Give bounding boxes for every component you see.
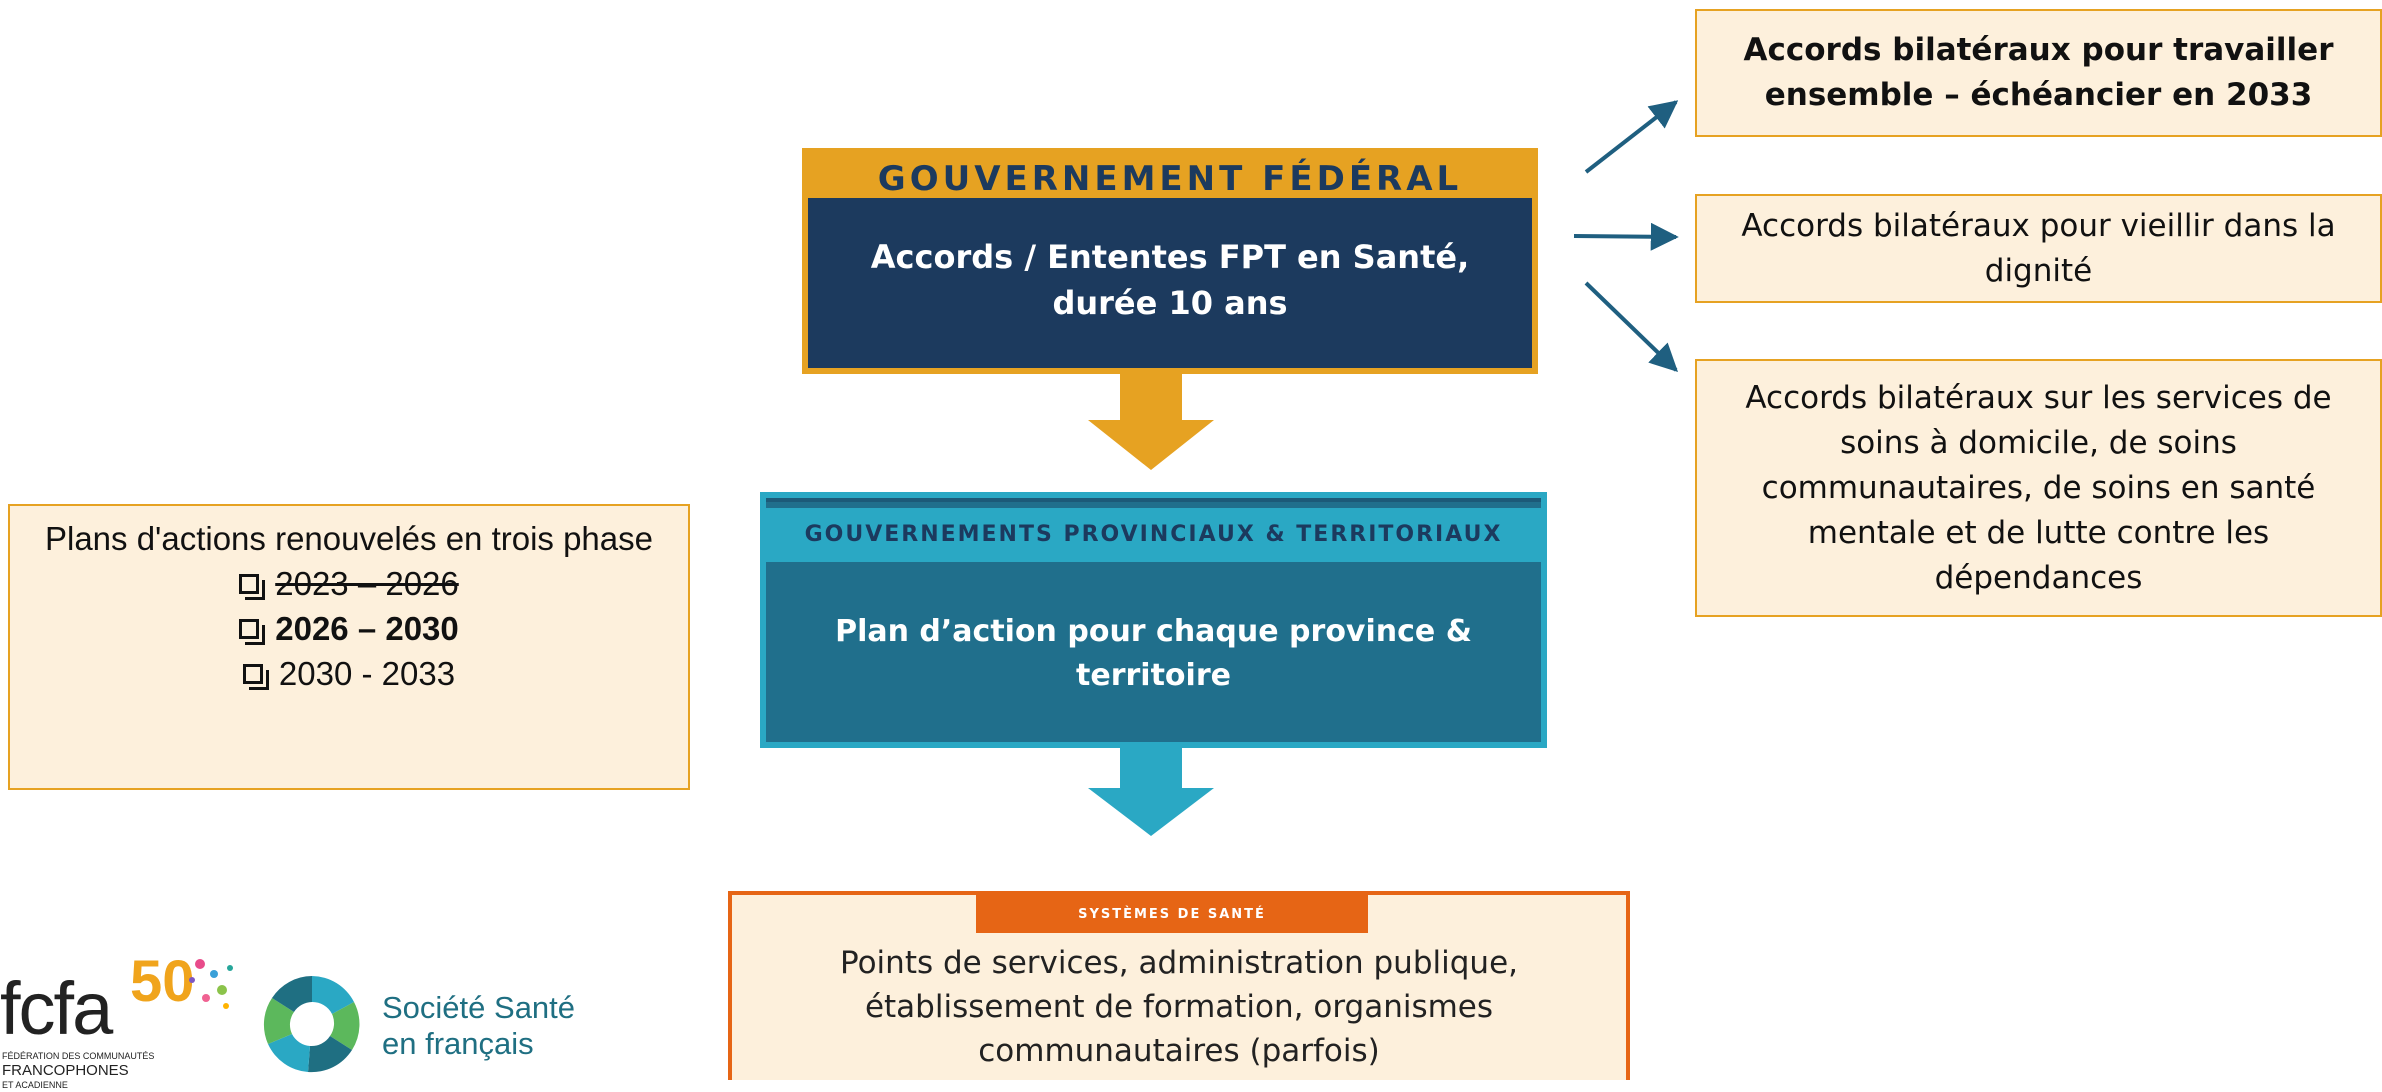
down-arrow-federal [1088,374,1214,470]
agreement-box-aging: Accords bilatéraux pour vieillir dans la… [1695,194,2382,303]
provincial-top-rule [766,498,1541,502]
fcfa-anniversary-mark: 50 [130,949,195,1014]
systems-title: SYSTÈMES DE SANTÉ [976,895,1368,933]
fcfa-subtitle: FÉDÉRATION DES COMMUNAUTÉS FRANCOPHONES … [2,1050,172,1092]
agreement-box-work-together: Accords bilatéraux pour travailler ensem… [1695,9,2382,137]
provincial-title: GOUVERNEMENTS PROVINCIAUX & TERRITORIAUX [766,508,1541,562]
fcfa-wordmark: fcfa [0,967,113,1050]
federal-body: Accords / Ententes FPT en Santé, durée 1… [870,238,1470,322]
fcfa-sub-line3: ET ACADIENNE [2,1080,68,1090]
checkbox-icon [239,573,266,600]
fcfa-sub-line2: FRANCOPHONES [2,1062,129,1079]
down-arrow-provincial [1088,742,1214,836]
fcfa-sub-line1: FÉDÉRATION DES COMMUNAUTÉS [2,1051,155,1061]
checkbox-icon [239,618,266,645]
plans-box: Plans d'actions renouvelés en trois phas… [8,504,690,790]
agreement-box-home-care: Accords bilatéraux sur les services de s… [1695,359,2382,617]
arrow-to-agreement-1 [1584,100,1679,174]
plans-title: Plans d'actions renouvelés en trois phas… [44,520,653,557]
phase-label: 2023 – 2026 [275,565,459,602]
arrow-to-agreement-3 [1584,281,1679,372]
confetti-icon [189,959,233,1009]
phase-item-current: 2026 – 2030 [10,606,688,651]
agreement-text: Accords bilatéraux pour vieillir dans la… [1741,207,2336,289]
ssf-wordmark: Société Santé en français [382,990,575,1062]
agreement-text: Accords bilatéraux sur les services de s… [1745,379,2332,596]
provincial-body: Plan d’action pour chaque province & ter… [835,614,1472,693]
phase-label: 2026 – 2030 [275,610,459,647]
phase-item-upcoming: 2030 - 2033 [10,651,688,696]
ssf-line1: Société Santé [382,990,576,1025]
provincial-box: GOUVERNEMENTS PROVINCIAUX & TERRITORIAUX… [760,492,1547,748]
phase-label: 2030 - 2033 [278,655,456,692]
systems-body: Points de services, administration publi… [840,945,1518,1069]
agreement-text: Accords bilatéraux pour travailler ensem… [1743,32,2334,113]
ssf-emblem-icon [263,976,360,1073]
federal-box: GOUVERNEMENT FÉDÉRAL Accords / Ententes … [802,148,1538,374]
ssf-logo: Société Santé en français [258,968,598,1080]
arrow-to-agreement-2 [1573,222,1679,251]
fcfa-logo: fcfa 50 FÉDÉRATION DES COMMUNAUTÉS FRANC… [0,949,240,1090]
checkbox-icon [242,663,269,690]
systems-box: SYSTÈMES DE SANTÉ Points de services, ad… [728,891,1630,1080]
ssf-line2: en français [382,1026,534,1061]
phase-item-done: 2023 – 2026 [10,561,688,606]
federal-title: GOUVERNEMENT FÉDÉRAL [808,154,1532,199]
